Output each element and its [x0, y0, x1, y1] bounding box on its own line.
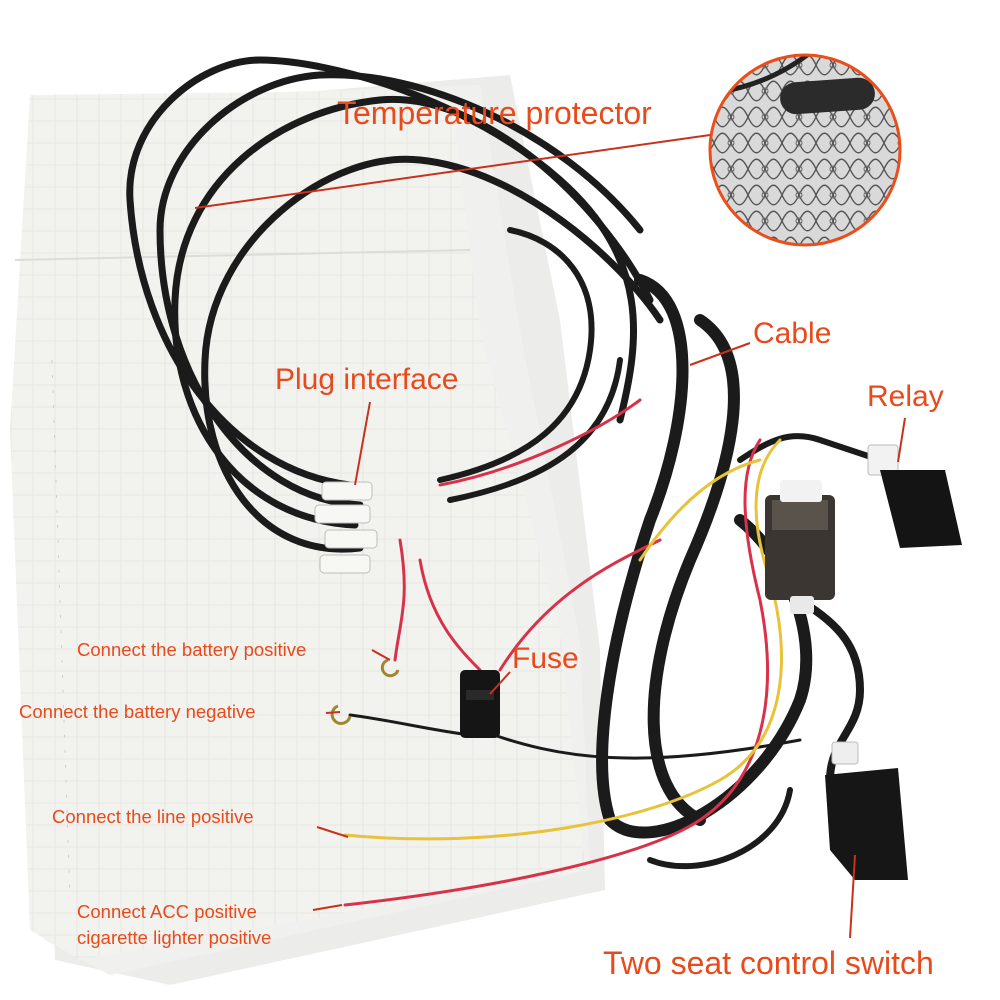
ring-terminals: [330, 658, 400, 725]
controller-module: [765, 480, 835, 614]
label-temperature-protector: Temperature protector: [337, 95, 652, 131]
label-cable: Cable: [753, 317, 832, 350]
label-battery-negative: Connect the battery negative: [19, 701, 256, 722]
leader-fuse: [489, 671, 511, 695]
label-acc-positive-line2: cigarette lighter positive: [77, 926, 272, 948]
label-acc-positive-line1: Connect ACC positive: [77, 901, 257, 922]
relay-unit: [867, 444, 962, 548]
control-switch: [825, 741, 908, 880]
leader-relay: [897, 417, 906, 463]
cable-harness: [126, 56, 883, 870]
leader-two-seat-switch: [849, 854, 856, 939]
leader-cable: [689, 342, 751, 366]
leader-line-positive: [316, 826, 349, 838]
leader-acc-positive: [312, 904, 343, 911]
heating-pads: [10, 75, 605, 985]
leader-temperature-protector: [194, 134, 711, 209]
magnifier-inset: [708, 53, 902, 247]
fuse-holder: [460, 670, 500, 738]
label-acc-positive: Connect ACC positive cigarette lighter p…: [77, 899, 367, 951]
label-fuse: Fuse: [512, 642, 579, 675]
label-battery-positive: Connect the battery positive: [77, 639, 307, 660]
label-relay: Relay: [867, 380, 944, 413]
leader-plug-interface: [354, 401, 371, 486]
label-plug-interface: Plug interface: [275, 363, 459, 396]
label-two-seat-switch: Two seat control switch: [603, 945, 934, 981]
leader-battery-positive: [371, 649, 391, 661]
leader-lines: [194, 134, 906, 939]
plug-connectors: [314, 481, 378, 574]
signal-wires: [343, 398, 783, 907]
leader-battery-negative: [325, 711, 341, 714]
label-line-positive: Connect the line positive: [52, 806, 254, 827]
